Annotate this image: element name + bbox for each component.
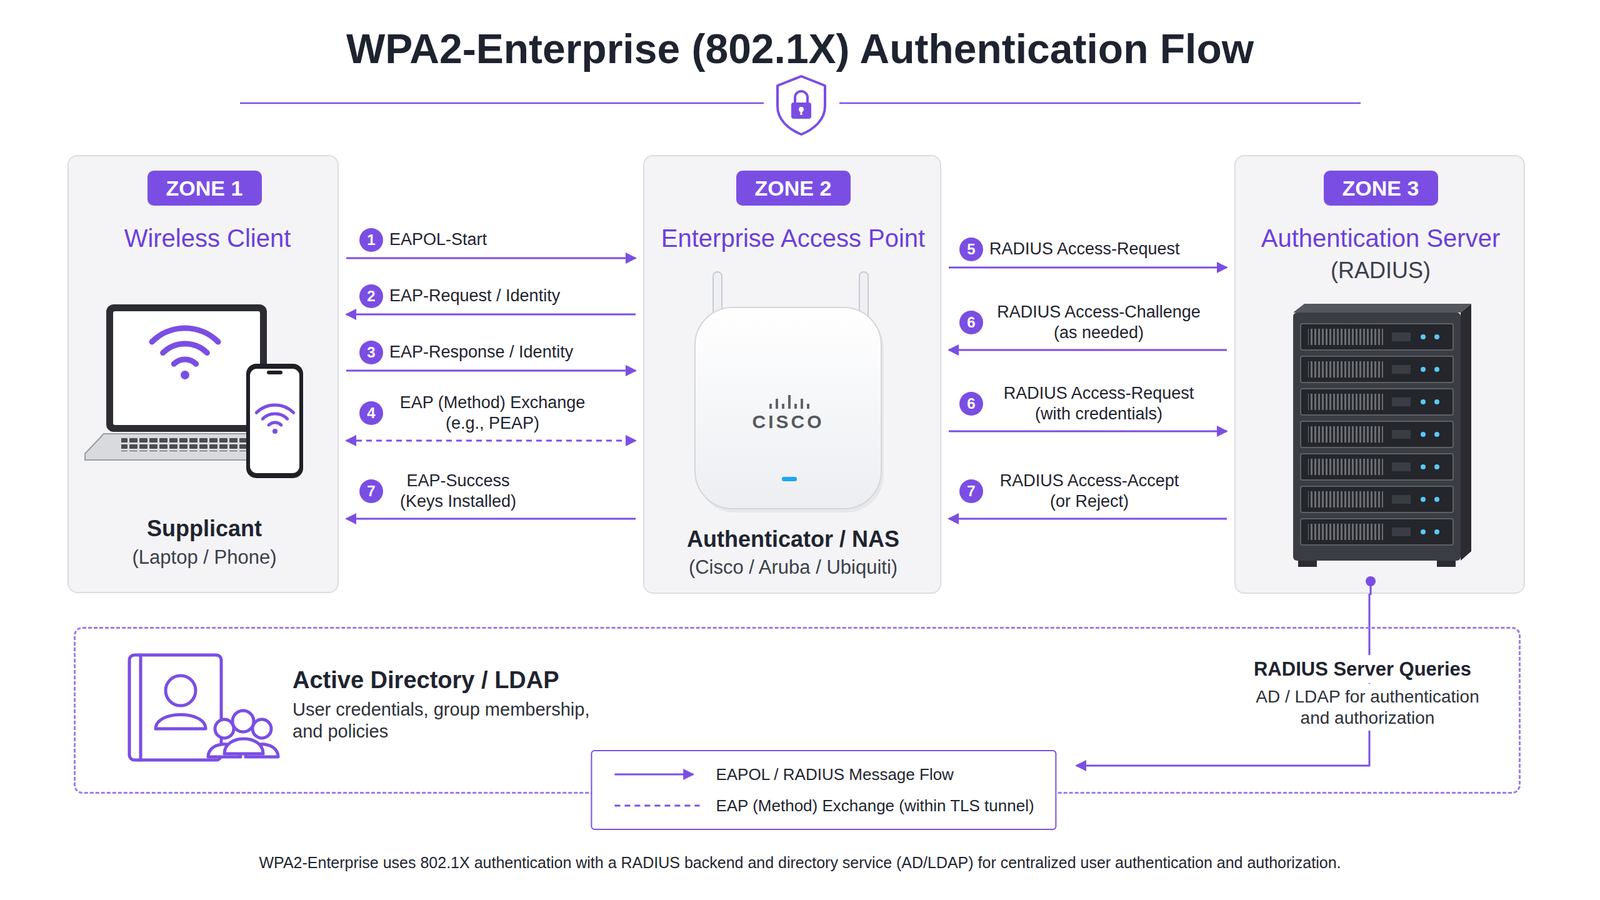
zone-badge: ZONE 2 — [736, 170, 851, 206]
edge-label-group: 5RADIUS Access-Request — [959, 237, 1180, 262]
badge-text: ZONE 1 — [166, 175, 244, 202]
edge-label-group: 7EAP-Success (Keys Installed) — [359, 470, 527, 514]
edge-label-group: 4EAP (Method) Exchange (e.g., PEAP) — [359, 392, 596, 435]
legend-text: EAPOL / RADIUS Message Flow — [715, 765, 954, 785]
flow-arrow — [948, 266, 1227, 269]
flow-arrow — [346, 370, 636, 372]
zone-badge: ZONE 1 — [147, 170, 262, 206]
flow-arrow — [346, 257, 636, 260]
zone-panel: Wireless ClientSupplicant (Laptop / Phone… — [67, 155, 339, 594]
edge-label: EAP-Success (Keys Installed) — [389, 470, 527, 514]
callout-number: 6 — [959, 391, 984, 416]
shield-icon — [777, 76, 825, 135]
edge-label: EAP (Method) Exchange (e.g., PEAP) — [389, 392, 596, 435]
edge-label: EAP-Response / Identity — [389, 341, 574, 364]
badge-text: ZONE 3 — [1342, 175, 1420, 202]
callout-number: 7 — [359, 479, 384, 504]
callout-number: 6 — [959, 310, 984, 335]
edge-label: RADIUS Access-Accept (or Reject) — [989, 470, 1190, 514]
legend-row: EAP (Method) Exchange (within TLS tunnel… — [613, 790, 1034, 822]
flow-arrow — [948, 430, 1227, 433]
role-title: Supplicant — [146, 515, 262, 542]
legend-row: EAPOL / RADIUS Message Flow — [613, 758, 1034, 790]
zone-heading: Enterprise Access Point — [661, 223, 925, 254]
legend-box: EAPOL / RADIUS Message FlowEAP (Method) … — [590, 750, 1057, 830]
title-rule — [240, 102, 764, 105]
callout-number: 5 — [959, 237, 984, 262]
flow-arrow — [948, 518, 1227, 520]
legend-sample — [613, 768, 701, 781]
edge-label-group: 1EAPOL-Start — [359, 228, 487, 252]
flow-arrow — [346, 518, 636, 520]
flow-arrow — [346, 440, 636, 442]
role-title: Authenticator / NAS — [686, 525, 900, 553]
edge-label: EAPOL-Start — [389, 229, 487, 251]
flow-arrow — [948, 349, 1227, 352]
legend-text: EAP (Method) Exchange (within TLS tunnel… — [715, 796, 1034, 816]
edge-label-group: 3EAP-Response / Identity — [359, 340, 574, 365]
callout-number: 7 — [959, 479, 984, 504]
legend-sample — [613, 799, 701, 812]
edge-label-group: 7RADIUS Access-Accept (or Reject) — [959, 470, 1190, 514]
edge-label-group: 2EAP-Request / Identity — [359, 284, 560, 309]
zone-panel: Authentication Server(RADIUS) ZONE 3 — [1234, 155, 1525, 594]
zone-heading: Wireless Client — [124, 223, 292, 254]
edge-label: RADIUS Access-Challenge (as needed) — [989, 301, 1209, 345]
callout-number: 1 — [359, 228, 384, 252]
edge-label: RADIUS Access-Request (with credentials) — [989, 383, 1209, 426]
flow-arrow — [346, 313, 636, 316]
callout-number: 4 — [359, 401, 384, 425]
zone-badge: ZONE 3 — [1323, 170, 1439, 206]
badge-text: ZONE 2 — [755, 175, 832, 202]
zone-heading: Authentication Server — [1261, 223, 1500, 254]
callout-number: 2 — [359, 284, 384, 309]
diagram-title: WPA2-Enterprise (802.1X) Authentication … — [0, 25, 1600, 73]
directory-heading: Active Directory / LDAP — [292, 666, 560, 695]
server-rack-illustration — [1235, 156, 1527, 595]
directory-body: User credentials, group membership, and … — [292, 698, 605, 743]
title-rule — [839, 102, 1361, 105]
edge-label-group: 6RADIUS Access-Request (with credentials… — [959, 383, 1209, 426]
edge-label-group: 6RADIUS Access-Challenge (as needed) — [959, 301, 1209, 345]
zone-panel: Enterprise Access PointAuthenticator / N… — [643, 155, 942, 594]
query-heading: RADIUS Server Queries — [1248, 655, 1477, 684]
query-body: AD / LDAP for authentication and authori… — [1240, 683, 1495, 731]
edge-label: EAP-Request / Identity — [389, 285, 560, 307]
diagram-caption: WPA2-Enterprise uses 802.1X authenticati… — [0, 853, 1600, 872]
role-subtitle: (Cisco / Aruba / Ubiquiti) — [688, 555, 898, 579]
edge-label: RADIUS Access-Request — [989, 238, 1180, 260]
callout-number: 3 — [359, 340, 384, 365]
zone-subheading: (RADIUS) — [1330, 256, 1431, 284]
role-subtitle: (Laptop / Phone) — [132, 545, 277, 569]
